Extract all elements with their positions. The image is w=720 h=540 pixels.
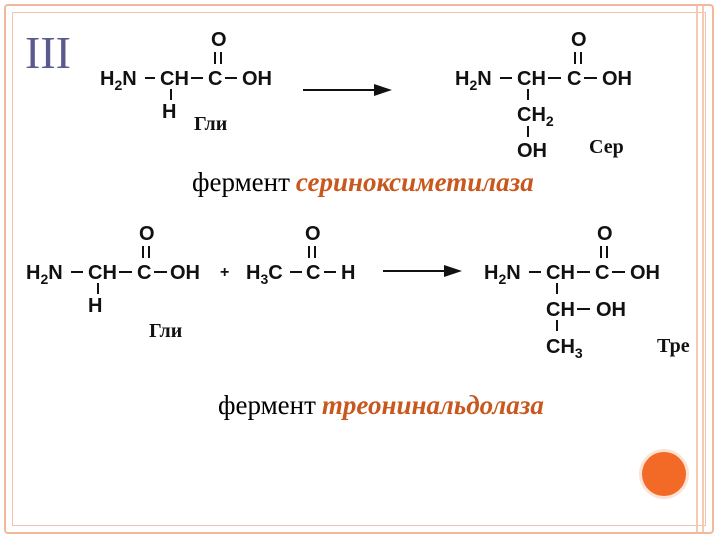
frame-stripe: [702, 6, 704, 532]
svg-text:O: O: [305, 223, 321, 245]
svg-text:OH: OH: [630, 262, 660, 284]
svg-text:OH: OH: [242, 68, 272, 90]
svg-text:C: C: [595, 262, 609, 284]
enzyme-prefix: фермент: [192, 167, 290, 197]
svg-text:H: H: [341, 262, 355, 284]
svg-text:H2N: H2N: [100, 68, 137, 93]
svg-text:CH: CH: [160, 68, 189, 90]
glycine-formula-1: H2N CH C OH O H: [100, 29, 272, 123]
svg-text:C: C: [306, 262, 320, 284]
section-numeral: III: [25, 27, 71, 78]
svg-text:O: O: [139, 223, 155, 245]
svg-text:CH3: CH3: [546, 336, 583, 361]
svg-text:C: C: [137, 262, 151, 284]
svg-text:H2N: H2N: [455, 68, 492, 93]
svg-text:OH: OH: [602, 68, 632, 90]
threonine-label: Тре: [657, 335, 690, 357]
svg-text:OH: OH: [517, 140, 547, 162]
svg-text:H3C: H3C: [246, 262, 283, 287]
svg-text:CH: CH: [88, 262, 117, 284]
glycine-formula-2: H2N CH C OH O H: [26, 223, 200, 317]
svg-text:CH2: CH2: [517, 104, 554, 129]
svg-text:OH: OH: [596, 299, 626, 321]
svg-text:H: H: [162, 101, 176, 123]
svg-text:CH: CH: [517, 68, 546, 90]
glycine-label: Гли: [194, 113, 227, 135]
svg-text:CH: CH: [546, 299, 575, 321]
reaction-arrow: [303, 84, 392, 96]
svg-text:O: O: [211, 29, 227, 51]
reaction-arrow-2: [383, 265, 462, 277]
svg-text:O: O: [571, 29, 587, 51]
svg-text:O: O: [597, 223, 613, 245]
svg-text:H2N: H2N: [484, 262, 521, 287]
decorative-dot: [642, 452, 686, 496]
plus-sign: +: [220, 264, 229, 281]
slide-frame-outer: [4, 4, 714, 534]
svg-text:OH: OH: [170, 262, 200, 284]
svg-text:H: H: [88, 295, 102, 317]
slide-frame-inner: [12, 12, 706, 526]
glycine-label-2: Гли: [149, 320, 182, 342]
acetaldehyde-formula: H3C C H O: [246, 223, 355, 287]
svg-text:CH: CH: [546, 262, 575, 284]
enzyme-prefix: фермент: [218, 390, 316, 420]
enzyme-name: треонинальдолаза: [321, 390, 544, 420]
frame-stripe: [696, 6, 698, 532]
threonine-formula: H2N CH C OH O CH OH CH3: [484, 223, 660, 361]
serine-formula: H2N CH C OH O CH2 OH: [455, 29, 632, 162]
svg-text:C: C: [567, 68, 581, 90]
serine-label: Сер: [589, 136, 624, 158]
svg-text:C: C: [208, 68, 222, 90]
enzyme-name: сериноксиметилаза: [295, 167, 534, 197]
svg-text:H2N: H2N: [26, 262, 63, 287]
